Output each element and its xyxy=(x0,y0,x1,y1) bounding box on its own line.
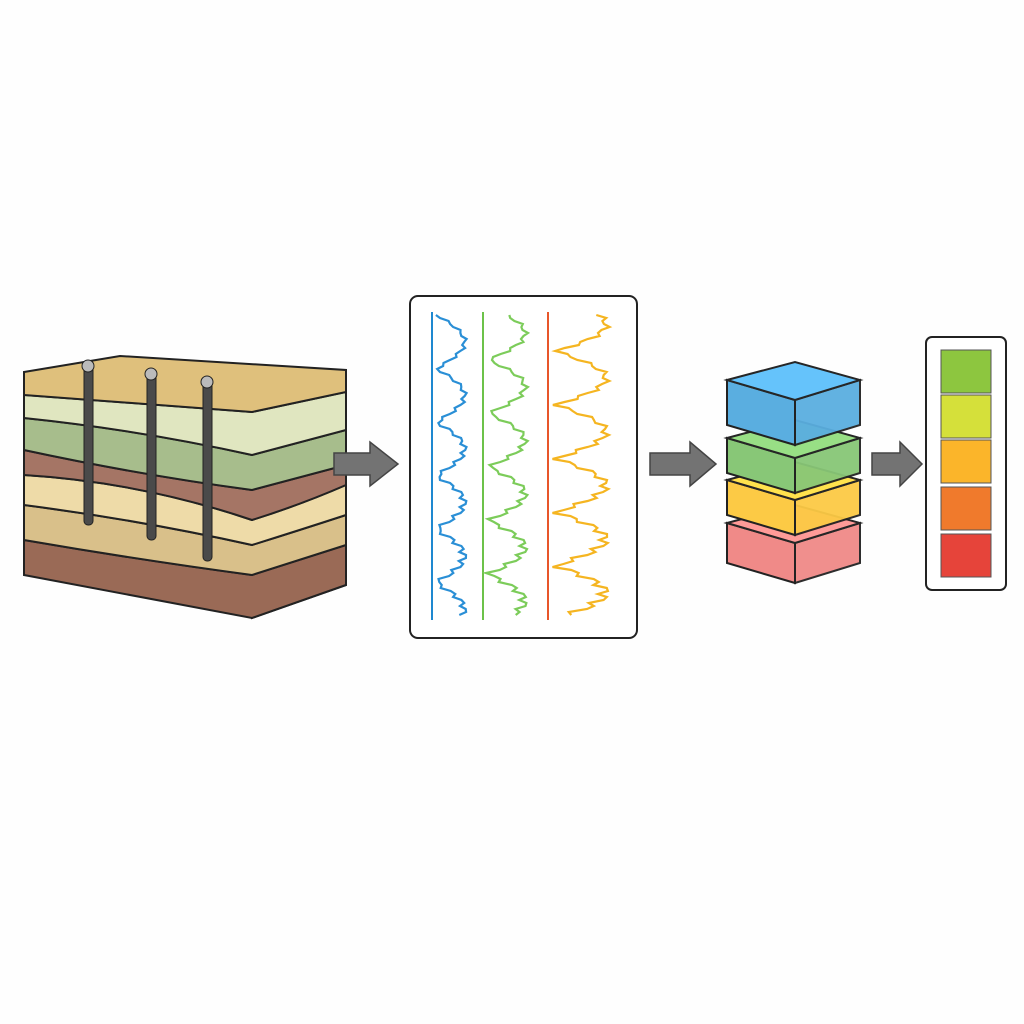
well-2-cap xyxy=(144,367,158,381)
log-curve-1 xyxy=(435,314,469,617)
geological-block xyxy=(23,354,347,620)
strata-top-surface xyxy=(23,354,347,414)
rating-swatch-5 xyxy=(940,533,992,578)
rating-swatch-4 xyxy=(940,486,992,531)
well-3 xyxy=(202,380,213,562)
wells xyxy=(81,359,214,562)
well-2 xyxy=(146,372,157,541)
well-1-cap xyxy=(81,359,95,373)
stack-layer-1 xyxy=(723,360,864,447)
rating-swatch-2 xyxy=(940,394,992,439)
rating-swatch-3 xyxy=(940,439,992,484)
log-curve-3 xyxy=(551,313,613,616)
arrow-2 xyxy=(649,440,718,488)
rating-scale-panel xyxy=(925,336,1007,591)
arrow-3 xyxy=(871,440,924,488)
well-log-panel xyxy=(409,295,638,639)
log-curve-2 xyxy=(482,314,531,616)
well-1 xyxy=(83,364,94,526)
well-3-cap xyxy=(200,375,214,389)
strata-light-green-layer xyxy=(23,390,347,457)
layer-stack xyxy=(723,360,864,585)
log-panel-frame xyxy=(409,295,638,639)
rating-swatch-1 xyxy=(940,349,992,394)
arrow-1 xyxy=(333,440,400,488)
